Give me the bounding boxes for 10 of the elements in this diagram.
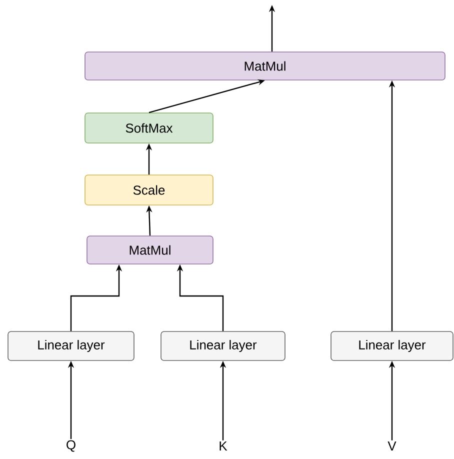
input-label: K: [220, 442, 228, 450]
operation-box: Scale: [84, 174, 214, 206]
input-label: Q: [66, 440, 76, 452]
operation-box: MatMul: [86, 236, 214, 264]
layer-box: Linear layer: [330, 331, 454, 361]
operation-box: SoftMax: [84, 112, 214, 144]
layer-box: Linear layer: [8, 331, 134, 361]
layer-box: Linear layer: [160, 331, 286, 361]
input-label: V: [388, 442, 396, 450]
operation-box: MatMul: [84, 52, 446, 80]
